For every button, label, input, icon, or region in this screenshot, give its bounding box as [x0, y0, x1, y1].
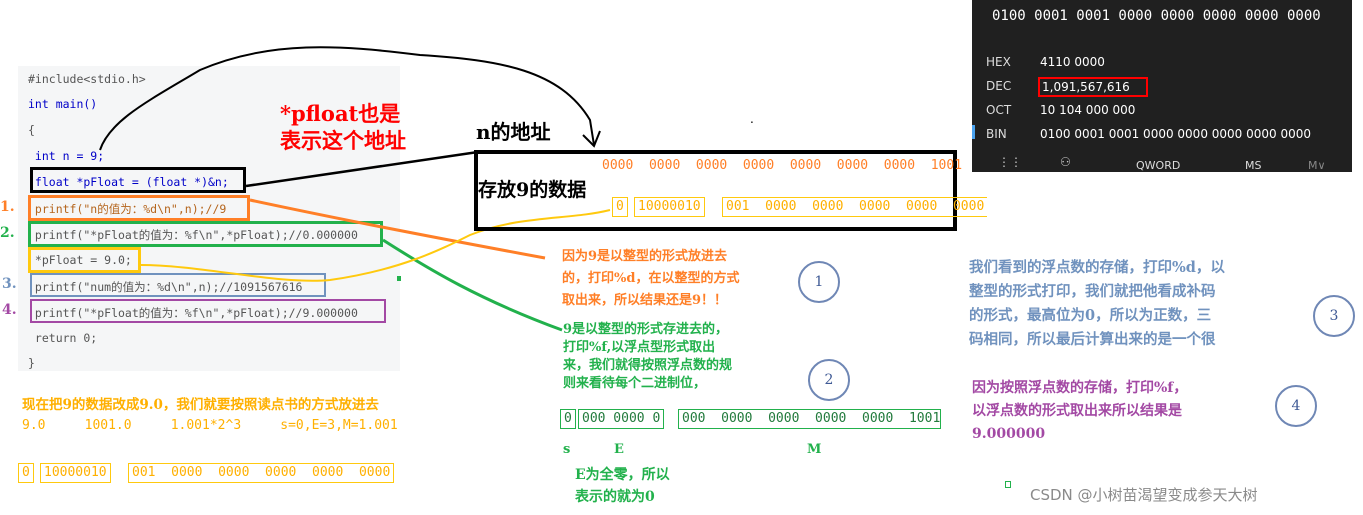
circle-3: 3 — [1313, 295, 1355, 337]
code-line-printf-2: printf("*pFloat的值为：%f\n",*pFloat);//0.00… — [28, 228, 358, 242]
note-2-line-1: 9是以整型的形式存进去的， — [563, 322, 729, 337]
note-3-line-2: 整型的形式打印，我们就把他看成补码 — [969, 283, 1216, 300]
printf-4-box — [30, 299, 386, 323]
calc-bin-indicator — [972, 125, 975, 139]
calculator-window: 0100 0001 0001 0000 0000 0000 0000 0000 … — [972, 0, 1352, 172]
note-2-line-3: 来，我们就得按照浮点数的规 — [563, 358, 733, 373]
note-4: 因为按照浮点数的存储，打印%f， 以浮点数的形式取出来所以结果是 9.00000… — [972, 377, 1187, 446]
calc-mv-button[interactable]: M∨ — [1308, 159, 1326, 172]
note-4-line-3: 9.000000 — [972, 426, 1046, 442]
note-2: 9是以整型的形式存进去的， 打印%f,以浮点型形式取出 来，我们就得按照浮点数的… — [563, 321, 732, 393]
calc-dec-label[interactable]: DEC — [986, 79, 1012, 93]
calc-ms-button[interactable]: MS — [1245, 159, 1262, 172]
circle-4: 4 — [1275, 385, 1317, 427]
code-line-printf-3: printf("num的值为：%d\n",n);//1091567616 — [28, 280, 303, 294]
e-zero-note-line-1: E为全零，所以 — [575, 467, 670, 483]
calc-oct-label[interactable]: OCT — [986, 103, 1012, 117]
note-2-line-4: 则来看待每个二进制位， — [563, 376, 707, 391]
pfloat-decl-box — [30, 167, 246, 193]
code-line-pfloat-decl: float *pFloat = (float *)&n; — [28, 175, 229, 189]
mem-bits-sign: 0 — [612, 197, 628, 217]
line-yellow-to-bits — [140, 209, 611, 282]
bit-toggle-icon[interactable]: ⋮⋮ — [998, 155, 1022, 169]
note-1-line-3: 取出来，所以结果还是9！！ — [562, 293, 728, 308]
note-3-line-3: 的形式，最高位为0，所以为正数，三 — [969, 307, 1212, 324]
circle-2: 2 — [808, 359, 850, 401]
note-1: 因为9是以整型的形式放进去 的，打印%d，在以整型的方式 取出来，所以结果还是9… — [562, 246, 739, 312]
code-line-brace-open: { — [28, 123, 35, 137]
bits2-exponent: 000 0000 0 — [578, 409, 665, 429]
note-1-line-1: 因为9是以整型的形式放进去 — [562, 249, 728, 264]
calc-qword-button[interactable]: QWORD — [1136, 159, 1181, 172]
stray-dot: . — [750, 112, 754, 126]
label-e: E — [614, 442, 624, 457]
calc-display: 0100 0001 0001 0000 0000 0000 0000 0000 — [992, 8, 1321, 24]
printf-3-box — [30, 273, 326, 297]
note-3-line-1: 我们看到的浮点数的存储，打印%d，以 — [969, 259, 1225, 276]
formula: 9.0 1001.0 1.001*2^3 s=0,E=3,M=1.001 — [22, 418, 398, 433]
note-1-line-2: 的，打印%d，在以整型的方式 — [562, 271, 740, 286]
marker-1: 1. — [0, 199, 15, 215]
bottom-bits-sign: 0 — [18, 463, 34, 483]
line-green-to-note2 — [382, 238, 563, 332]
calc-dec-value: 1,091,567,616 — [1038, 77, 1148, 97]
bits2-mantissa: 000 0000 0000 0000 0000 1001 — [678, 409, 941, 429]
pfloat-note-line-1: *pfloat也是 — [280, 101, 401, 126]
line-pfloat-to-address — [245, 150, 479, 188]
code-line-return: return 0; — [28, 331, 98, 345]
label-m: M — [807, 442, 822, 457]
arrow-n-to-address — [99, 46, 595, 151]
memory-box — [474, 150, 957, 231]
printf-2-box — [28, 221, 383, 247]
e-zero-note: E为全零，所以 表示的就为0 — [575, 464, 670, 508]
label-s: s — [563, 442, 571, 457]
printf-1-box — [28, 195, 250, 221]
assign-box — [28, 247, 141, 273]
calc-bin-value: 0100 0001 0001 0000 0000 0000 0000 0000 — [1040, 127, 1312, 141]
calc-hex-label[interactable]: HEX — [986, 55, 1011, 69]
small-green-mark — [1005, 481, 1011, 488]
binary-9: 0000 0000 0000 0000 0000 0000 0000 1001 — [602, 158, 963, 173]
note-3: 我们看到的浮点数的存储，打印%d，以 整型的形式打印，我们就把他看成补码 的形式… — [969, 256, 1225, 352]
marker-3: 3. — [2, 276, 17, 292]
note-4-line-2: 以浮点数的形式取出来所以结果是 — [972, 403, 1182, 419]
line-orange-to-note1 — [249, 198, 546, 260]
e-zero-note-line-2: 表示的就为0 — [575, 489, 655, 505]
marker-4: 4. — [2, 302, 17, 318]
pfloat-note-line-2: 表示这个地址 — [280, 128, 406, 153]
bottom-bits-mantissa: 001 0000 0000 0000 0000 0000 — [128, 463, 395, 483]
bitshift-icon[interactable]: ⚇ — [1060, 155, 1071, 169]
code-line-int-n: int n = 9; — [28, 149, 105, 163]
note-3-line-4: 码相同，所以最后计算出来的是一个很 — [969, 331, 1216, 348]
circle-1: 1 — [798, 261, 840, 303]
store-9-label: 存放9的数据 — [478, 179, 587, 201]
change-note: 现在把9的数据改成9.0，我们就要按照读点书的方式放进去 — [22, 397, 379, 413]
mem-bits-exponent: 10000010 — [634, 197, 705, 217]
note-4-line-1: 因为按照浮点数的存储，打印%f， — [972, 380, 1188, 396]
code-line-include: #include<stdio.h> — [28, 72, 146, 86]
green-dot — [397, 276, 401, 281]
mem-bits-mantissa: 001 0000 0000 0000 0000 0000 — [722, 197, 988, 217]
code-line-brace-close: } — [28, 356, 35, 370]
pfloat-note: *pfloat也是 表示这个地址 — [280, 100, 406, 154]
note-2-line-2: 打印%f,以浮点型形式取出 — [563, 340, 716, 355]
calc-bin-label[interactable]: BIN — [986, 127, 1007, 141]
calc-hex-value: 4110 0000 — [1040, 55, 1105, 69]
bottom-bits-exponent: 10000010 — [40, 463, 111, 483]
code-line-printf-4: printf("*pFloat的值为：%f\n",*pFloat);//9.00… — [28, 306, 358, 320]
code-line-main: int main() — [28, 97, 97, 111]
code-line-assign: *pFloat = 9.0; — [28, 253, 132, 267]
bits2-sign: 0 — [560, 409, 576, 429]
n-address-label: n的地址 — [476, 120, 551, 144]
code-main-text: int main() — [28, 97, 98, 111]
arrow-n-address-head — [582, 130, 601, 148]
marker-2: 2. — [0, 225, 15, 241]
code-line-printf-1: printf("n的值为：%d\n",n);//9 — [28, 202, 227, 216]
calc-oct-value: 10 104 000 000 — [1040, 103, 1136, 117]
watermark: CSDN @小树苗渴望变成参天大树 — [1030, 486, 1258, 504]
